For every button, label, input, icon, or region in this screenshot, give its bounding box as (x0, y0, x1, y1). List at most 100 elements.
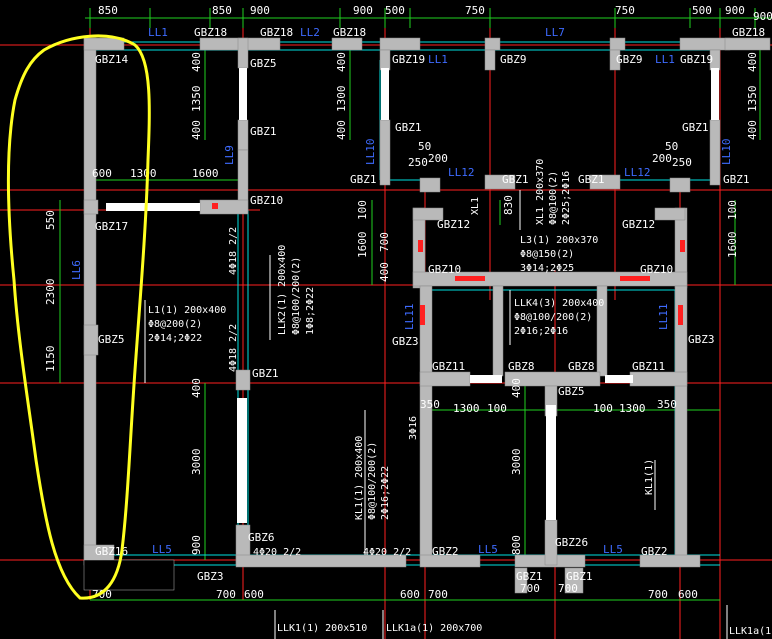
wall-segment (419, 554, 481, 568)
beam-label: LL7 (545, 26, 565, 39)
wall-segment (379, 49, 391, 71)
column-label: GBZ1 (516, 570, 543, 583)
column-label: GBZ3 (688, 333, 715, 346)
annotation: L1(1) 200x400 (148, 305, 226, 316)
beam-label: LL12 (448, 166, 475, 179)
wall-openings (106, 68, 719, 523)
annotation: 2Φ14;2Φ22 (148, 333, 202, 344)
dim-value: 100 (593, 402, 613, 415)
dim-value: 600 (244, 588, 264, 601)
dim-value: 700 (92, 588, 112, 601)
annotation: 4Φ20 2/2 (253, 547, 301, 558)
dim-value: 900 (190, 535, 203, 555)
beam-label: LL9 (223, 145, 236, 165)
column-label: GBZ6 (248, 531, 275, 544)
annotation: XL1 200x370 (535, 159, 546, 225)
opening (711, 68, 719, 120)
annotation: LLK1a(1) 200x700 (386, 623, 482, 634)
beam-label: LL10 (720, 139, 733, 166)
dim-value: 1150 (44, 346, 57, 373)
column-label: GBZ1 (682, 121, 709, 134)
dim-value: 600 (678, 588, 698, 601)
dim-value: 400 (190, 52, 203, 72)
column-label: GBZ3 (392, 335, 419, 348)
wall-segment (199, 199, 249, 215)
dim-value: 400 (378, 262, 391, 282)
dim-value: 1600 (356, 232, 369, 259)
wall-segment (609, 49, 621, 71)
annotation: 3Φ14;2Φ25 (520, 263, 574, 274)
rebar-dot (455, 276, 485, 281)
wall-segment (237, 119, 249, 151)
dim-value: 700 (216, 588, 236, 601)
wall-segment (589, 174, 621, 190)
wall-segment (237, 37, 249, 69)
column-label: GBZ1 (578, 173, 605, 186)
top-dim: 500 (692, 4, 712, 17)
dim-value: 830 (502, 195, 515, 215)
yellow-highlight-outline (7, 34, 151, 600)
dim-value: 400 (746, 52, 759, 72)
dim-value: 900 (753, 10, 772, 23)
annotation: Φ8@100/200(2) (367, 442, 378, 520)
beam-label: LL5 (478, 543, 498, 556)
wall-segment (709, 119, 721, 186)
rebar-dot (680, 240, 685, 252)
wall-segment (484, 174, 516, 190)
dim-value: 600 (92, 167, 112, 180)
column-label: GBZ11 (432, 360, 465, 373)
opening (381, 68, 389, 120)
annotation: Φ8@100/200(2) (514, 312, 592, 323)
opening (106, 203, 200, 211)
wall-segment (379, 37, 421, 51)
wall-segment (83, 324, 99, 356)
beam-label: LL10 (364, 139, 377, 166)
beam-label: LL2 (300, 26, 320, 39)
beam-label: LL6 (70, 260, 83, 280)
column-label: GBZ19 (392, 53, 425, 66)
dim-value: 250 (408, 156, 428, 169)
column-label: GBZ18 (333, 26, 366, 39)
wall-segment (484, 49, 496, 71)
beam-label: LL12 (624, 166, 651, 179)
beam-label: LL11 (403, 304, 416, 331)
dim-value: 800 (510, 535, 523, 555)
column-label: GBZ5 (558, 385, 585, 398)
annotation: KL1(1) 200x400 (354, 436, 365, 520)
rebar-dot (678, 305, 683, 325)
top-dim: 750 (465, 4, 485, 17)
annotation: 2Φ16;2Φ22 (380, 466, 391, 520)
top-dimensions: 850 850 900 900 500 750 750 500 900 (98, 4, 745, 17)
beam-annotations: L1(1) 200x400 Φ8@200(2) 2Φ14;2Φ22 LLK2(1… (148, 159, 772, 637)
dim-value: 1350 (190, 86, 203, 113)
rebar-marks (212, 203, 685, 325)
opening (470, 375, 502, 383)
wall-segment (83, 37, 125, 51)
dim-value: 100 (487, 402, 507, 415)
annotation: 4Φ18 2/2 (228, 227, 239, 275)
dim-value: 550 (44, 210, 57, 230)
annotation: LLK1(1) 200x510 (277, 623, 367, 634)
dim-value: 400 (510, 378, 523, 398)
annotation: 2Φ16;2Φ16 (514, 326, 568, 337)
beam-label: LL1 (655, 53, 675, 66)
dim-value: 50 (665, 140, 678, 153)
dim-value: 250 (672, 156, 692, 169)
dim-value: 1600 (726, 232, 739, 259)
annotation: Φ8@150(2) (520, 249, 574, 260)
column-label: GBZ19 (680, 53, 713, 66)
dim-value: 400 (746, 120, 759, 140)
column-label: GBZ17 (95, 220, 128, 233)
annotation: LLK2(1) 200x400 (277, 245, 288, 335)
column-label: GBZ1 (566, 570, 593, 583)
dim-value: 600 (400, 588, 420, 601)
dim-value: 100 (726, 200, 739, 220)
rebar-dot (620, 276, 650, 281)
column-label: GBZ8 (568, 360, 595, 373)
dim-value: 400 (335, 52, 348, 72)
wall-segment (669, 177, 691, 193)
column-label: GBZ18 (732, 26, 765, 39)
annotation: XL1 (470, 197, 481, 215)
wall-segment (679, 37, 731, 51)
